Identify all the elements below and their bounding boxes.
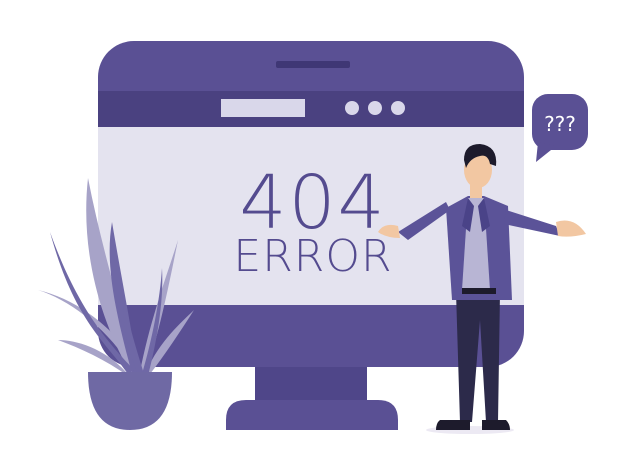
- person-icon: [378, 144, 586, 434]
- error-code: 404: [239, 160, 386, 246]
- speech-bubble-text: ???: [544, 112, 576, 136]
- window-dot-1: [345, 101, 359, 115]
- monitor-stand-base: [226, 400, 398, 430]
- plant-icon: [38, 178, 194, 430]
- window-dot-3: [391, 101, 405, 115]
- camera-slot: [276, 61, 350, 68]
- plant-pot: [88, 372, 172, 430]
- browser-top-bar: [98, 91, 524, 127]
- error-message: ERROR: [233, 231, 392, 282]
- speech-bubble-icon: ???: [532, 94, 588, 162]
- address-bar: [221, 99, 305, 117]
- window-dot-2: [368, 101, 382, 115]
